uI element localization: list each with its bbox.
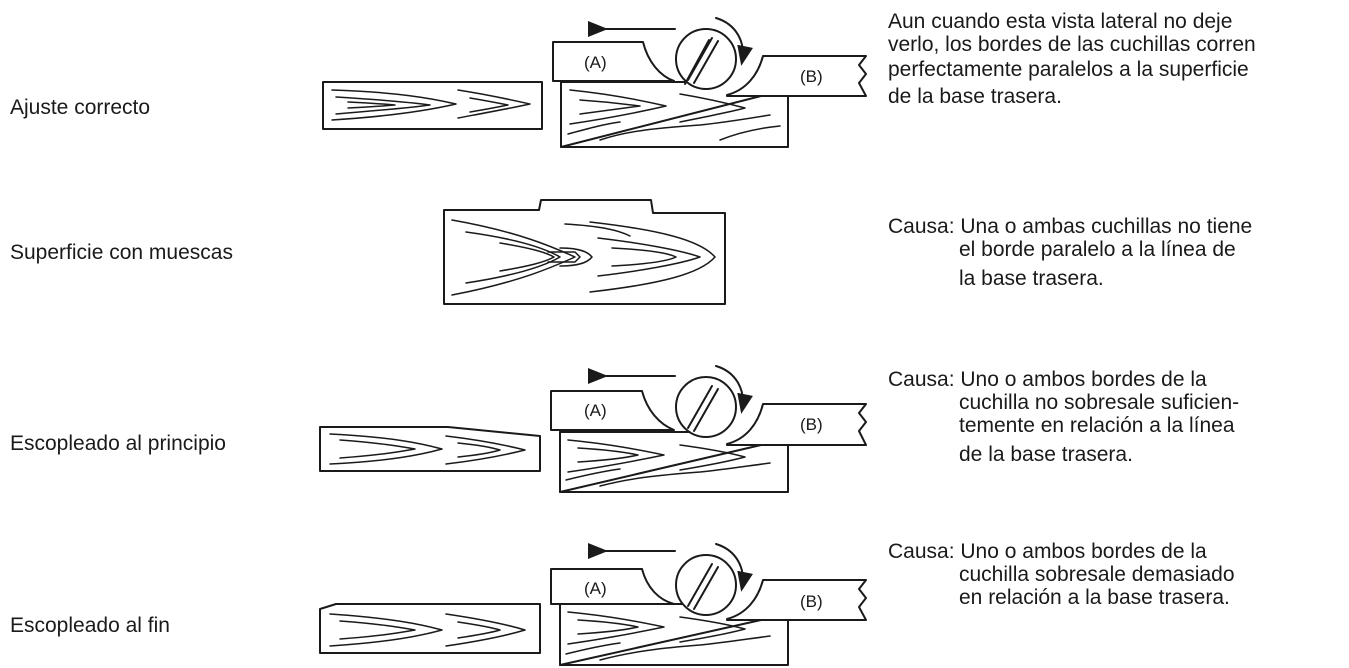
row-label-escopleado-principio: Escopleado al principio <box>10 432 226 455</box>
board-planed-piece <box>319 426 541 472</box>
diagram-escopleado-principio: (A) (B) <box>319 365 867 493</box>
outfeed-table-label: (B) <box>800 67 823 86</box>
cause-prefix: Causa: <box>888 368 955 391</box>
infeed-table-a: (A) <box>552 41 675 82</box>
outfeed-table-b: (B) <box>726 579 867 621</box>
cutterhead <box>675 376 737 438</box>
infeed-table-a: (A) <box>550 568 675 605</box>
outfeed-table-b: (B) <box>726 403 867 446</box>
diagram-escopleado-fin: (A) (B) <box>319 543 867 666</box>
board-unplaned-piece <box>560 81 789 148</box>
row-label-escopleado-fin: Escopleado al fin <box>10 614 170 637</box>
board-unplaned-piece <box>559 431 789 493</box>
diagram-superficie-muescas <box>443 199 726 305</box>
cause-line-1: Causa: Una o ambas cuchillas no tiene <box>888 215 1348 238</box>
note-line: de la base trasera. <box>888 85 1062 108</box>
cause-line-1: Causa: Uno o ambos bordes de la <box>888 368 1348 391</box>
cause-prefix: Causa: <box>888 215 955 238</box>
note-superficie-muescas: Causa: Una o ambas cuchillas no tiene el… <box>888 215 1348 292</box>
cause-prefix: Causa: <box>888 540 955 563</box>
note-ajuste-correcto: Aun cuando esta vista lateral no deje ve… <box>888 10 1348 110</box>
row-label-superficie-muescas: Superficie con muescas <box>10 241 233 264</box>
infeed-table-label: (A) <box>584 53 607 72</box>
note-line: perfectamente paralelos a la superficie <box>888 58 1249 81</box>
outfeed-table-label: (B) <box>800 592 823 611</box>
infeed-table-label: (A) <box>584 579 607 598</box>
note-line: Aun cuando esta vista lateral no deje <box>888 10 1233 33</box>
cause-line-3: la base trasera. <box>959 267 1104 290</box>
cause-text: Uno o ambos bordes de la <box>960 368 1207 391</box>
board-planed-piece <box>319 603 541 654</box>
cause-line-2: cuchilla no sobresale suficien- <box>959 391 1240 414</box>
rotation-arrow <box>715 365 753 414</box>
cause-line-2: el borde paralelo a la línea de <box>959 238 1236 261</box>
note-escopleado-fin: Causa: Uno o ambos bordes de la cuchilla… <box>888 540 1348 609</box>
cause-line-3: en relación a la base trasera. <box>959 586 1230 609</box>
infeed-table-a: (A) <box>550 390 675 431</box>
rotation-arrow <box>715 17 753 66</box>
note-line: verlo, los bordes de las cuchillas corre… <box>888 33 1256 56</box>
board-planed-piece <box>322 81 543 130</box>
cause-line-1: Causa: Uno o ambos bordes de la <box>888 540 1348 563</box>
infeed-table-label: (A) <box>584 401 607 420</box>
diagram-ajuste-correcto: (A) (B) <box>322 17 867 148</box>
cause-text: Una o ambas cuchillas no tiene <box>960 215 1253 238</box>
cause-line-4: de la base trasera. <box>959 443 1133 466</box>
row-label-ajuste-correcto: Ajuste correcto <box>10 96 151 119</box>
cause-line-3: temente en relación a la línea <box>959 414 1235 437</box>
cause-line-2: cuchilla sobresale demasiado <box>959 563 1235 586</box>
outfeed-table-b: (B) <box>726 55 867 97</box>
cause-text: Uno o ambos bordes de la <box>960 540 1207 563</box>
cutterhead <box>675 28 737 90</box>
cutterhead <box>675 554 737 616</box>
note-escopleado-principio: Causa: Uno o ambos bordes de la cuchilla… <box>888 368 1348 468</box>
outfeed-table-label: (B) <box>800 415 823 434</box>
rotation-arrow <box>715 543 753 592</box>
